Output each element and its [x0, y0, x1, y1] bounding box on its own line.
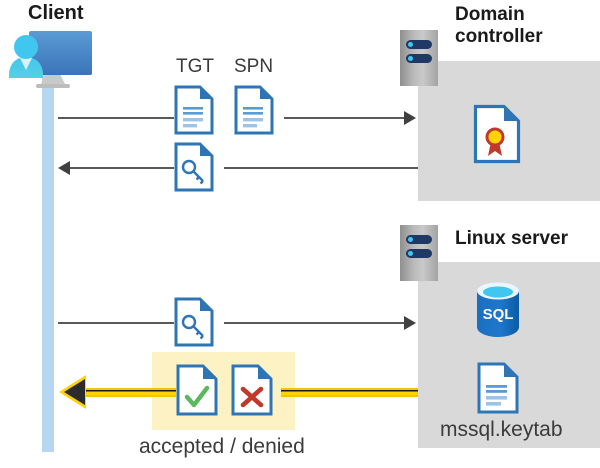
tgt-label: TGT	[176, 56, 214, 77]
linux-server-label: Linux server	[455, 228, 568, 249]
keytab-filename-label: mssql.keytab	[440, 418, 563, 441]
certificate-document-icon	[473, 104, 521, 164]
spn-label: SPN	[234, 56, 274, 77]
arrowhead-to-linux-server	[404, 316, 416, 330]
document-cross-icon	[231, 364, 273, 416]
sql-database-icon: SQL	[473, 281, 523, 339]
auth-result-caption: accepted / denied	[139, 435, 305, 458]
message-line-ticket-left	[70, 167, 174, 169]
document-check-icon	[176, 364, 218, 416]
domain-controller-label: Domain controller	[455, 4, 543, 48]
keytab-document-icon	[477, 362, 519, 414]
arrowhead-to-domain-controller	[404, 111, 416, 125]
document-key-icon-ticket	[174, 142, 214, 192]
auth-result-line-right	[281, 388, 418, 397]
client-label: Client	[28, 2, 84, 24]
client-lifeline	[42, 74, 54, 452]
rack-slot-icon	[406, 54, 432, 63]
auth-result-arrowhead	[64, 379, 85, 405]
message-line-tgt-spn-left	[58, 117, 174, 119]
client-computer-user-icon	[6, 26, 98, 92]
rack-slot-icon	[406, 235, 432, 244]
message-line-linux-left	[58, 322, 174, 324]
auth-result-line-left	[84, 388, 176, 397]
arrowhead-to-client-ticket	[58, 161, 70, 175]
rack-slot-icon	[406, 249, 432, 258]
message-line-ticket-right	[224, 167, 418, 169]
linux-server-rack-icon	[400, 225, 438, 281]
document-lines-icon-tgt	[174, 85, 214, 135]
document-lines-icon-spn	[234, 85, 274, 135]
document-key-icon-linux	[174, 297, 214, 347]
message-line-linux-right	[224, 322, 404, 324]
rack-slot-icon	[406, 40, 432, 49]
domain-controller-rack-icon	[400, 30, 438, 86]
svg-text:SQL: SQL	[483, 306, 514, 323]
message-line-tgt-spn-right	[284, 117, 404, 119]
